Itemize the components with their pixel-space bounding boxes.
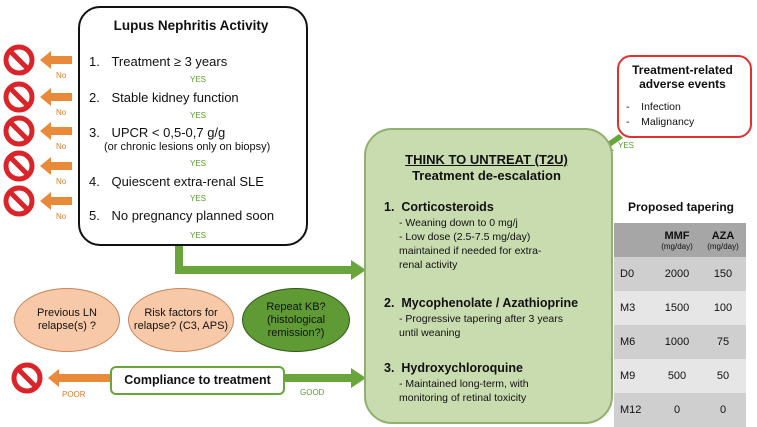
tapering-title: Proposed tapering [628, 200, 735, 214]
section-heading: 3. Hydroxychloroquine [384, 361, 523, 375]
table-row: M12 0 0 [614, 393, 746, 427]
section-text: - Weaning down to 0 mg/j - Low dose (2.5… [399, 217, 542, 271]
yes-label: YES [190, 75, 207, 84]
activity-title: Lupus Nephritis Activity [113, 18, 269, 33]
activity-to-t2u-arrow [175, 246, 366, 280]
table-header-cell: MMF (mg/day) [661, 229, 693, 251]
step-label: Stable kidney function [111, 90, 239, 105]
adverse-events-box [617, 55, 752, 138]
t2u-box [364, 128, 613, 424]
stop-icon [6, 153, 32, 179]
no-label: No [56, 142, 67, 151]
activity-step-2: 2. Stable kidney function [89, 90, 239, 105]
no-label: No [56, 212, 67, 221]
no-label: No [56, 71, 67, 80]
no-arrow [40, 122, 72, 140]
poor-arrow [48, 369, 110, 387]
section-heading: 1. Corticosteroids [384, 200, 494, 214]
yes-label: YES [190, 194, 207, 203]
compliance-box: Compliance to treatment [110, 366, 285, 395]
adverse-event-item: - Infection [626, 101, 681, 113]
previous-relapse-oval: Previous LN relapse(s) ? [14, 288, 120, 352]
section-text: - Maintained long-term, with monitoring … [399, 378, 529, 404]
step-label: UPCR < 0,5-0,7 g/g [111, 125, 226, 140]
no-arrow [40, 51, 72, 69]
no-label: No [56, 177, 67, 186]
t2u-title: THINK TO UNTREAT (T2U) [405, 152, 568, 167]
stop-icon [14, 365, 40, 391]
stop-icon [6, 84, 32, 110]
activity-step-5: 5. No pregnancy planned soon [89, 208, 274, 223]
adverse-events-title: Treatment-related adverse events [632, 63, 733, 91]
no-arrow [40, 192, 72, 210]
stop-icon [6, 47, 32, 73]
activity-step-3: 3. UPCR < 0,5-0,7 g/g [89, 125, 225, 140]
step-number: 1. [89, 54, 100, 69]
t2u-section-1: 1. Corticosteroids - Weaning down to 0 m… [384, 200, 604, 272]
table-row: M6 1000 75 [614, 325, 746, 359]
risk-factors-oval: Risk factors for relapse? (C3, APS) [128, 288, 234, 352]
no-arrow [40, 88, 72, 106]
yes-label: YES [190, 111, 207, 120]
step-number: 5. [89, 208, 100, 223]
adverse-event-item: - Malignancy [626, 116, 695, 128]
tapering-table: MMF (mg/day) AZA (mg/day) D0 2000 150 M3… [614, 223, 746, 427]
tapering-grid: MMF (mg/day) AZA (mg/day) D0 2000 150 M3… [614, 223, 746, 427]
yes-label: YES [190, 231, 207, 240]
yes-label: YES [190, 159, 207, 168]
activity-step-1: 1. Treatment ≥ 3 years [89, 54, 227, 69]
stop-icon [6, 118, 32, 144]
table-row: M3 1500 100 [614, 291, 746, 325]
table-row: M9 500 50 [614, 359, 746, 393]
repeat-biopsy-oval: Repeat KB? (histological remission?) [242, 288, 350, 352]
step-label: Treatment ≥ 3 years [111, 54, 228, 69]
section-text: - Progressive tapering after 3 years unt… [399, 313, 563, 339]
activity-step-4: 4. Quiescent extra-renal SLE [89, 174, 264, 189]
yes-label: YES [618, 141, 635, 150]
table-header-cell: AZA (mg/day) [707, 229, 739, 251]
table-header-row: MMF (mg/day) AZA (mg/day) [614, 223, 746, 257]
good-arrow [283, 368, 366, 388]
no-arrow [40, 157, 72, 175]
step-number: 3. [89, 125, 100, 140]
step-number: 4. [89, 174, 100, 189]
t2u-subtitle: Treatment de-escalation [412, 168, 561, 183]
section-heading: 2. Mycophenolate / Azathioprine [384, 296, 579, 310]
activity-box [78, 6, 308, 246]
step-number: 2. [89, 90, 100, 105]
no-label: No [56, 108, 67, 117]
table-row: D0 2000 150 [614, 257, 746, 291]
stop-icon [6, 188, 32, 214]
table-header-blank [614, 223, 654, 257]
step-label: Quiescent extra-renal SLE [111, 174, 264, 189]
good-label: GOOD [300, 388, 325, 397]
t2u-section-3: 3. Hydroxychloroquine - Maintained long-… [384, 361, 604, 405]
step-sublabel: (or chronic lesions only on biopsy) [104, 141, 271, 153]
t2u-section-2: 2. Mycophenolate / Azathioprine - Progre… [384, 296, 604, 340]
step-label: No pregnancy planned soon [111, 208, 275, 223]
poor-label: POOR [62, 390, 86, 399]
